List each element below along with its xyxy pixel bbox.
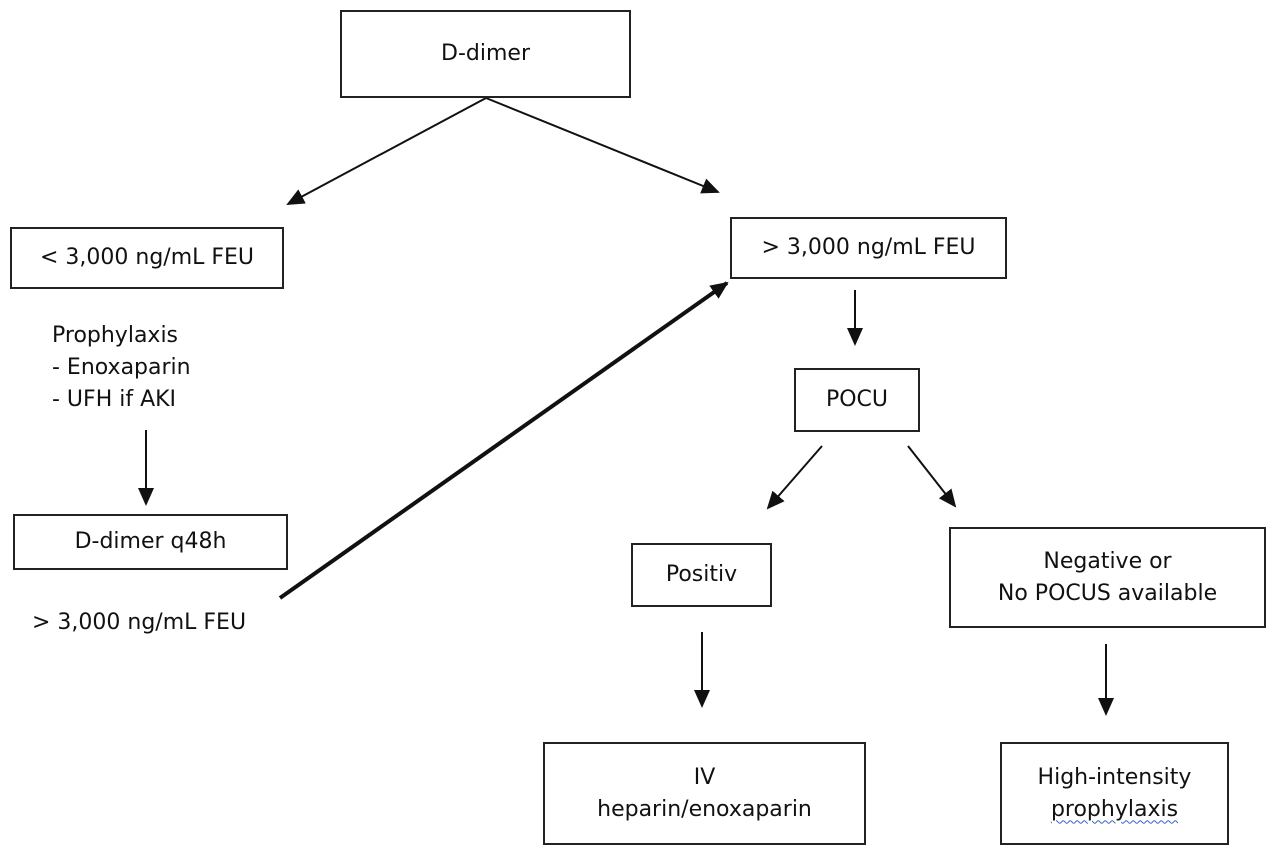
- low-threshold-label: < 3,000 ng/mL FEU: [39, 245, 255, 271]
- arrow-ddimer-to-low: [286, 97, 487, 205]
- arrow-pocus-to-negative: [907, 445, 957, 508]
- arrow-ddimer-to-high: [485, 97, 720, 194]
- d-dimer-box: D-dimer: [340, 10, 631, 98]
- high-intensity-label-line2: prophylaxis: [1050, 796, 1179, 822]
- high-threshold-box: > 3,000 ng/mL FEU: [730, 217, 1007, 279]
- prophylaxis-item-enoxaparin: - Enoxaparin: [52, 354, 191, 380]
- low-threshold-box: < 3,000 ng/mL FEU: [10, 227, 284, 289]
- prophylaxis-text: Prophylaxis - Enoxaparin - UFH if AKI: [52, 320, 191, 416]
- negative-box: Negative or No POCUS available: [949, 527, 1266, 628]
- recheck-label: D-dimer q48h: [74, 529, 227, 555]
- recheck-box: D-dimer q48h: [13, 514, 288, 570]
- iv-label-line1: IV: [693, 764, 716, 790]
- prophylaxis-title: Prophylaxis: [52, 323, 179, 348]
- arrow-recheck-to-high: [278, 281, 729, 600]
- high-intensity-label-line1: High-intensity: [1037, 764, 1192, 790]
- positive-label: Positiv: [665, 562, 738, 588]
- negative-label-line2: No POCUS available: [997, 580, 1218, 606]
- pocus-box: POCU: [794, 368, 920, 432]
- d-dimer-label: D-dimer: [441, 41, 530, 67]
- negative-label-line1: Negative or: [1043, 548, 1172, 574]
- pocus-label: POCU: [825, 387, 889, 413]
- iv-label-line2: heparin/enoxaparin: [597, 796, 812, 822]
- prophylaxis-item-ufh: - UFH if AKI: [52, 386, 177, 412]
- recheck-result-label: > 3,000 ng/mL FEU: [32, 610, 247, 635]
- arrow-pocus-to-positive: [766, 445, 823, 510]
- high-threshold-label: > 3,000 ng/mL FEU: [761, 235, 976, 261]
- high-intensity-box: High-intensity prophylaxis: [1000, 742, 1229, 845]
- positive-box: Positiv: [631, 543, 772, 607]
- iv-heparin-box: IV heparin/enoxaparin: [543, 742, 866, 845]
